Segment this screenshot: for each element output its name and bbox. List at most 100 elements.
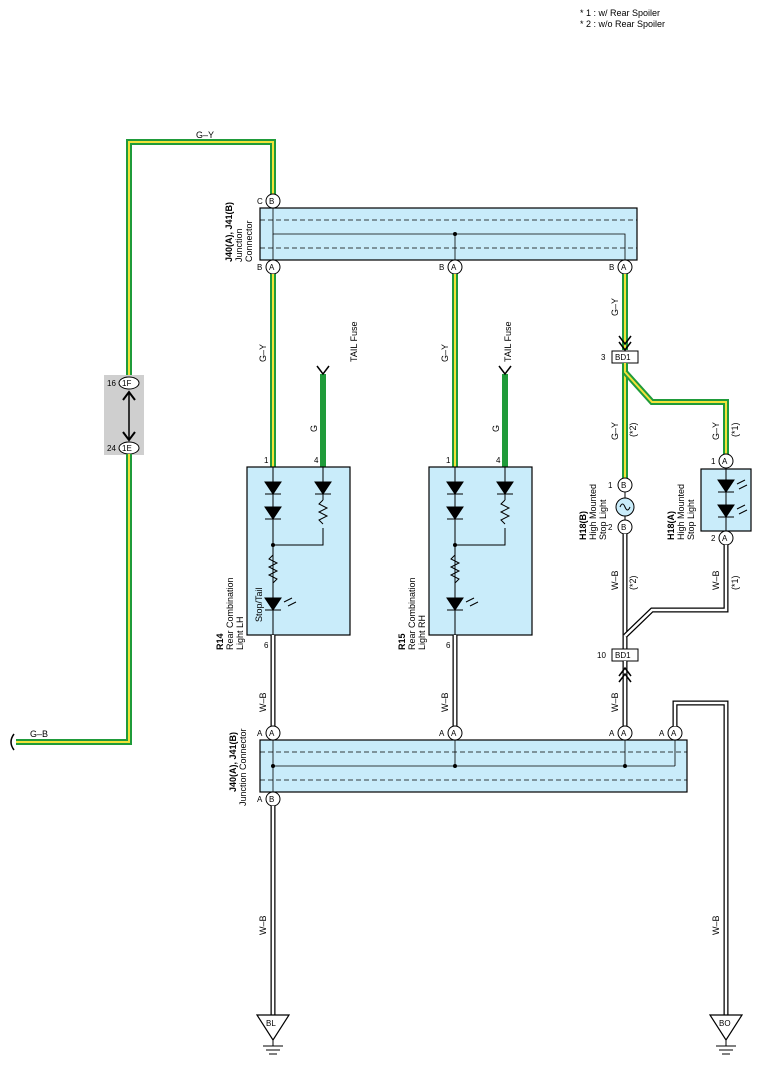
r15-rear-combination-rh [428, 466, 533, 636]
h18a-pin2-conn: A [722, 534, 728, 543]
pin-bottom-ground-conn: B [269, 795, 274, 804]
tail-fuse-lh: TAIL Fuse [349, 321, 359, 362]
pin-bottom-r14 [265, 725, 281, 741]
wire-label-g-y-h18a: G–Y [711, 422, 721, 440]
pin-top-stop-num: B [609, 263, 614, 272]
junction-top-desc1: Junction [234, 228, 244, 262]
h18b-pin2-num: 2 [608, 523, 613, 532]
wire-label-w-b-r14: W–B [258, 692, 268, 712]
wire-w-b-bd1-down [618, 661, 632, 726]
h18a-pin1-conn: A [722, 457, 728, 466]
r14-pin1: 1 [264, 456, 269, 465]
wire-label-w-b-bd1: W–B [610, 692, 620, 712]
h18b-pin1-num: 1 [608, 481, 613, 490]
wire-label-g-y-top: G–Y [196, 130, 214, 140]
h18a-line1: High Mounted [676, 484, 686, 540]
r15-pin1: 1 [446, 456, 451, 465]
pin-bottom-r15-num: A [439, 729, 445, 738]
connector-1e-label: 1E [122, 444, 132, 453]
bd1-pin10: 10 [597, 651, 606, 660]
pin-top-c-num: C [257, 197, 263, 206]
bd1-top-label: BD1 [615, 353, 631, 362]
pin-bottom-r15-conn: A [451, 729, 457, 738]
junction-bottom-desc: Junction Connector [238, 728, 248, 806]
pin-bottom-bo-num: A [659, 729, 665, 738]
pin-bottom-bo-conn: A [671, 729, 677, 738]
r14-line1: Rear Combination [225, 577, 235, 650]
pin-top-rh-num: B [439, 263, 444, 272]
ground-bl [255, 1014, 291, 1055]
h18b-id: H18(B) [578, 511, 588, 540]
h18a-line2: Stop Light [686, 499, 696, 540]
r14-internal-circuit [264, 467, 332, 635]
pin-top-c-conn: B [269, 197, 274, 206]
pin-bottom-bd1 [617, 725, 633, 741]
r15-pin4: 4 [496, 456, 501, 465]
wire-g-lh [316, 365, 330, 467]
tag-h18b-top: (*2) [628, 422, 638, 437]
pin-bottom-r14-num: A [257, 729, 263, 738]
pin-bottom-bd1-conn: A [621, 729, 627, 738]
pin-top-lh-conn: A [269, 263, 275, 272]
note-no-rear-spoiler: * 2 : w/o Rear Spoiler [580, 19, 665, 29]
r14-id: R14 [215, 633, 225, 650]
bd1-pin3: 3 [601, 353, 606, 362]
pin-bottom-r14-conn: A [269, 729, 275, 738]
r14-pin6: 6 [264, 641, 269, 650]
wire-g-y-stop [618, 274, 632, 352]
r14-pin4: 4 [314, 456, 319, 465]
wire-label-g-lh: G [309, 425, 319, 432]
wire-label-w-b-h18a: W–B [711, 570, 721, 590]
r15-id: R15 [397, 633, 407, 650]
inline-connector-1e: 1E [118, 441, 140, 455]
h18a-leds [717, 469, 748, 531]
h18a-pin1 [718, 453, 734, 469]
r15-internal-circuit [446, 467, 514, 635]
h18b-pin2-conn: B [621, 523, 626, 532]
wire-g-y-h18a [622, 369, 729, 454]
ground-bo-label: BO [719, 1019, 731, 1028]
wire-label-g-y-rh: G–Y [440, 344, 450, 362]
r14-rear-combination-lh [246, 466, 351, 636]
r14-inner-label: Stop/Tail [254, 587, 264, 622]
r14-line2: Light LH [235, 616, 245, 650]
r15-pin6: 6 [446, 641, 451, 650]
pin-top-lh-num: B [257, 263, 262, 272]
pin-top-c [265, 193, 281, 209]
pin-16: 16 [107, 379, 116, 388]
pin-top-stop-conn: A [621, 263, 627, 272]
tag-h18a-top: (*1) [730, 422, 740, 437]
wire-w-b-h18a [623, 545, 729, 638]
wire-g-rh [498, 365, 512, 467]
pin-bottom-bd1-num: A [609, 729, 615, 738]
pin-bottom-r15 [447, 725, 463, 741]
h18a-id: H18(A) [666, 511, 676, 540]
wire-label-w-b-r15: W–B [440, 692, 450, 712]
tail-fuse-rh: TAIL Fuse [503, 321, 513, 362]
h18b-pin1-conn: B [621, 481, 626, 490]
wire-label-g-y-h18b: G–Y [610, 422, 620, 440]
wire-label-g-y-stop: G–Y [610, 298, 620, 316]
wire-g-y-top-loop [126, 139, 276, 383]
ground-bl-label: BL [266, 1019, 276, 1028]
tag-h18a-bottom: (*1) [730, 575, 740, 590]
pin-bottom-ground-num: A [257, 795, 263, 804]
r15-line2: Light RH [417, 615, 427, 650]
wire-label-g-b: G–B [30, 729, 48, 739]
pin-24: 24 [107, 444, 116, 453]
wire-label-g-rh: G [491, 425, 501, 432]
wire-label-w-b-bo: W–B [711, 915, 721, 935]
inline-arrows [122, 390, 136, 442]
junction-top-desc2: Connector [244, 220, 254, 262]
h18b-line2: Stop Light [598, 499, 608, 540]
ground-bo [708, 1014, 744, 1055]
tag-h18b-bottom: (*2) [628, 575, 638, 590]
wire-label-w-b-bl: W–B [258, 915, 268, 935]
h18a-pin1-num: 1 [711, 457, 716, 466]
h18b-filament [619, 503, 631, 511]
junction-bottom-name: J40(A), J41(B) [228, 732, 238, 792]
bd1-bottom-label: BD1 [615, 651, 631, 660]
wire-w-b-bo [672, 700, 729, 1015]
wire-label-g-y-lh: G–Y [258, 344, 268, 362]
note-rear-spoiler: * 1 : w/ Rear Spoiler [580, 8, 660, 18]
